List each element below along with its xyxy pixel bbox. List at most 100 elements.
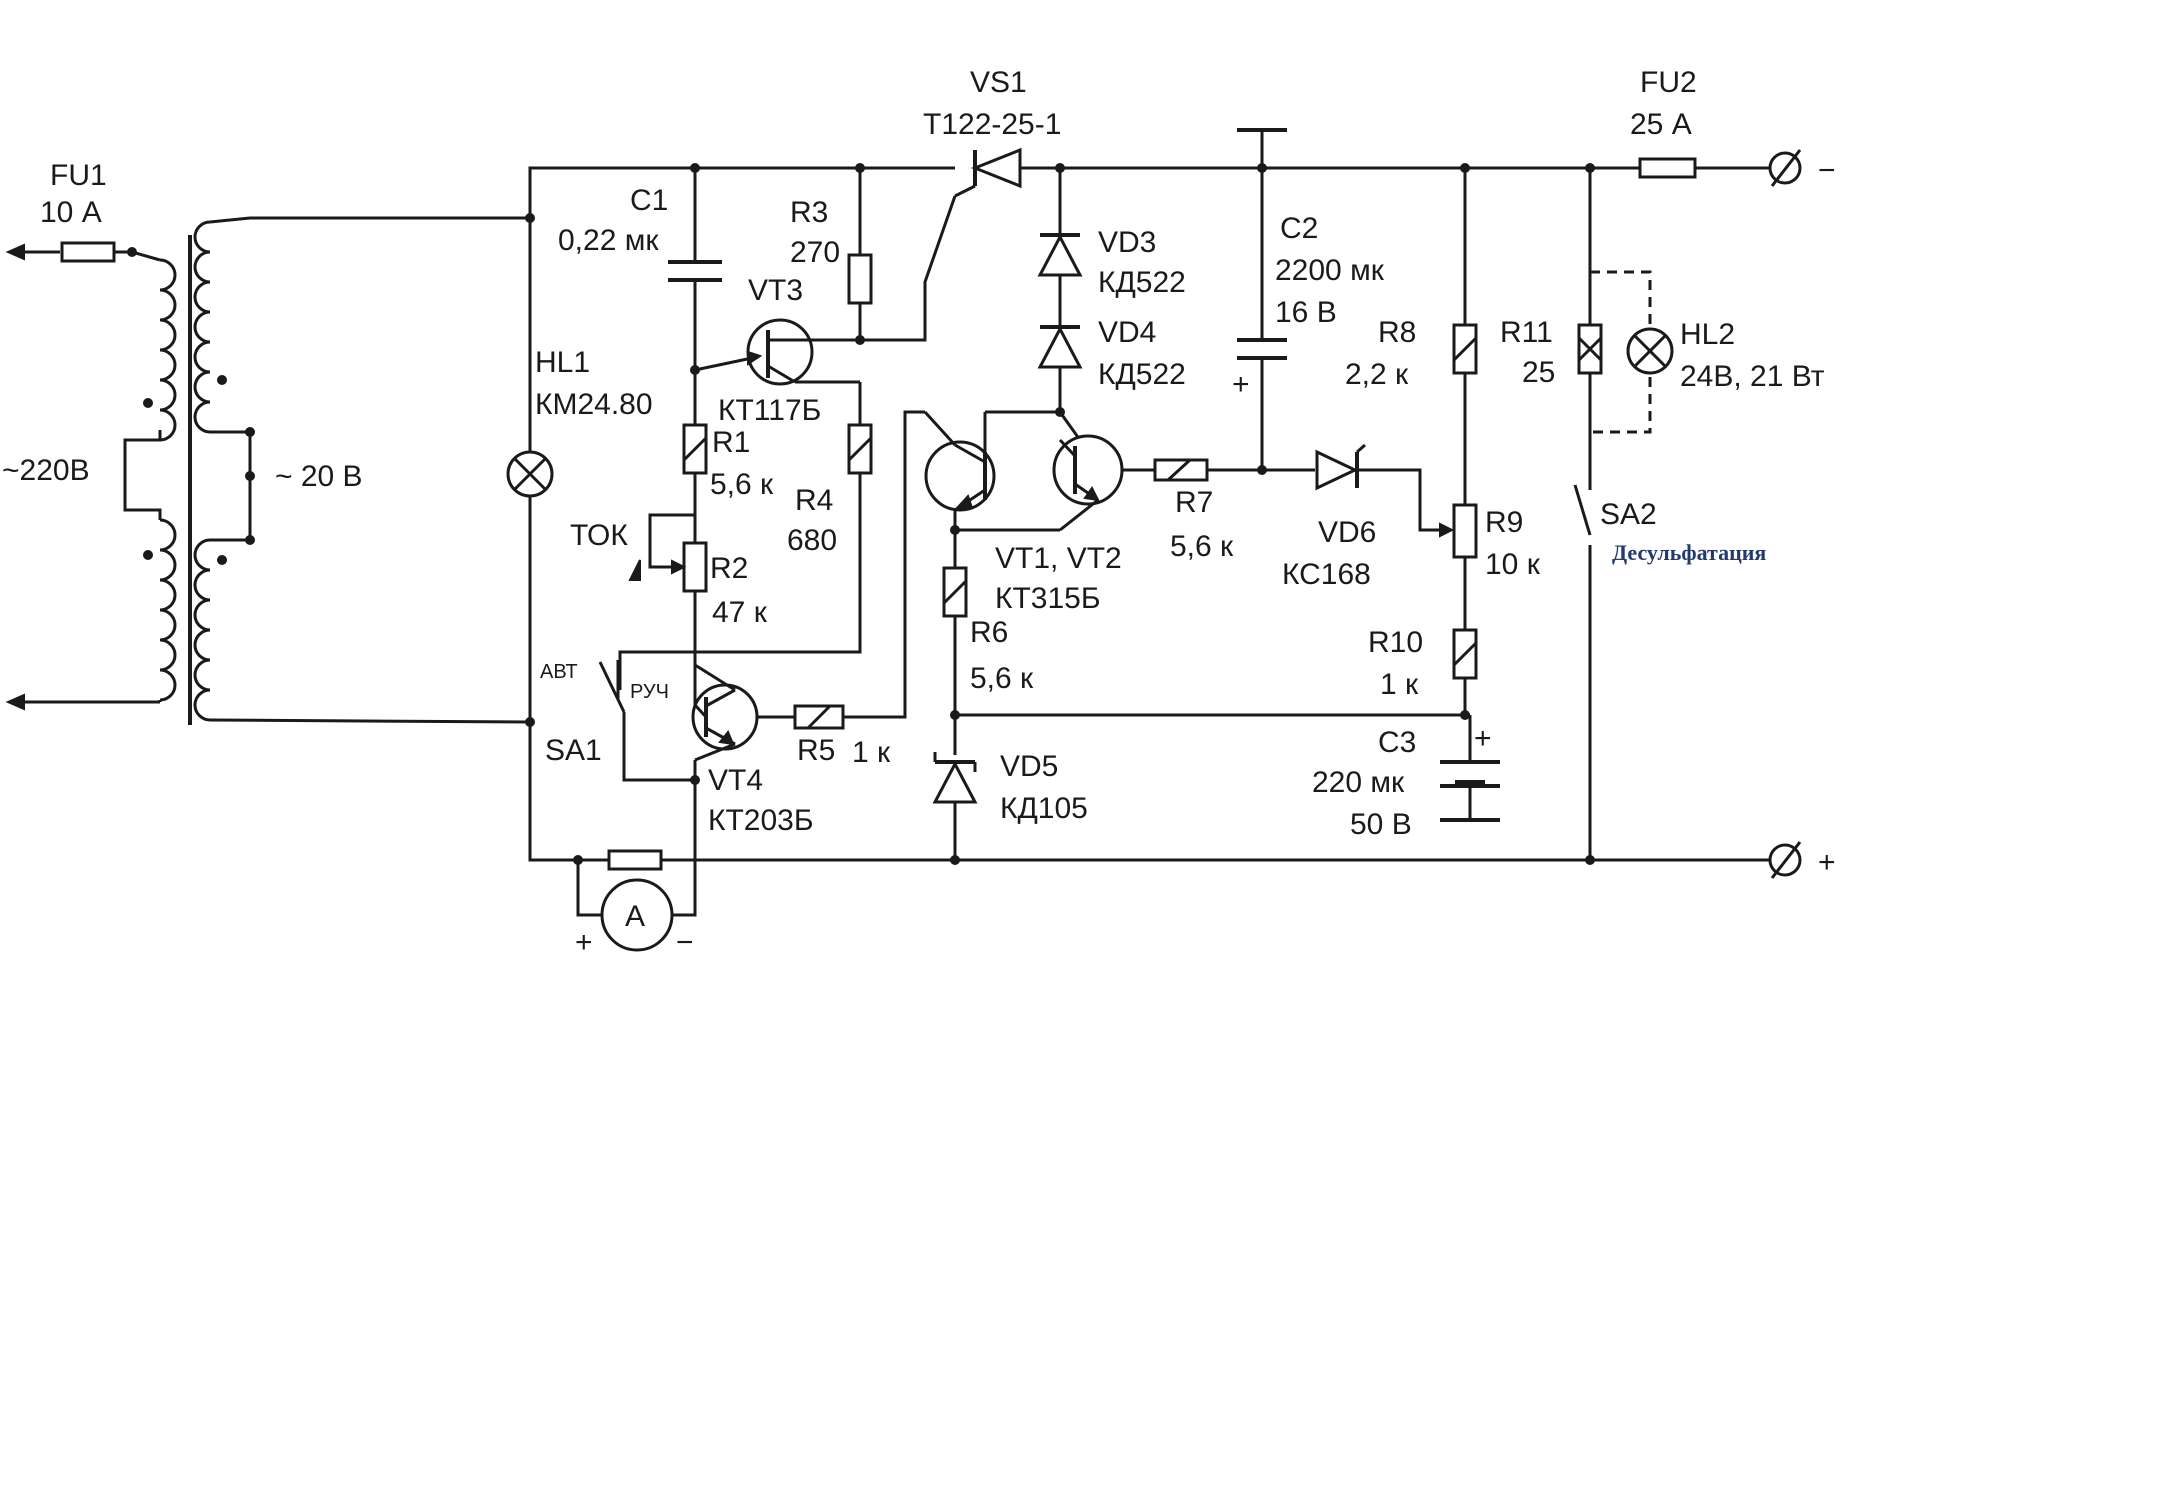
r2-value: 47 к	[712, 596, 768, 629]
vd4-ref: VD4	[1098, 316, 1156, 349]
vs1-thyristor	[954, 147, 1022, 198]
c3-ref: C3	[1378, 726, 1416, 759]
vd6-value: КС168	[1282, 558, 1371, 591]
fu1-ref: FU1	[50, 159, 107, 192]
transformer-primary-coil	[123, 258, 177, 702]
hl1-lamp	[506, 450, 554, 498]
c1-capacitor	[668, 260, 722, 282]
ammeter-plus: +	[575, 926, 593, 959]
vt1-transistor	[923, 410, 996, 530]
c2-plus: +	[1232, 368, 1250, 401]
sa1-ref: SA1	[545, 734, 602, 767]
r7-ref: R7	[1175, 486, 1213, 519]
r1-resistor	[682, 423, 708, 475]
ammeter-minus: −	[676, 926, 694, 959]
r8-ref: R8	[1378, 316, 1416, 349]
c3-capacitor	[1440, 760, 1500, 788]
hl2-value: 24В, 21 Вт	[1680, 360, 1825, 393]
vd5-ref: VD5	[1000, 750, 1058, 783]
c3-voltage: 50 В	[1350, 808, 1412, 841]
r4-ref: R4	[795, 484, 833, 517]
c1-ref: C1	[630, 184, 668, 217]
vd3-ref: VD3	[1098, 226, 1156, 259]
terminal-negative[interactable]	[1768, 149, 1802, 187]
sa1-manual-label: РУЧ	[630, 681, 669, 703]
r6-value: 5,6 к	[970, 662, 1034, 695]
tok-label: ТОК	[570, 519, 628, 552]
r8-resistor	[1452, 323, 1478, 375]
r5-ref: R5	[797, 734, 835, 767]
r6-ref: R6	[970, 616, 1008, 649]
r7-resistor	[1153, 458, 1209, 482]
r10-resistor	[1452, 628, 1478, 680]
vd6-zener	[1315, 443, 1366, 491]
c2-voltage: 16 В	[1275, 296, 1337, 329]
sa1-switch[interactable]	[598, 660, 695, 782]
r1-value: 5,6 к	[710, 468, 774, 501]
sa1-auto-label: АВТ	[540, 661, 578, 683]
fu2-ref: FU2	[1640, 66, 1697, 99]
r9-ref: R9	[1485, 506, 1523, 539]
r4-resistor	[847, 423, 873, 475]
vt3-unijunction	[694, 318, 860, 386]
terminal-negative-label: −	[1818, 154, 1836, 187]
ammeter-symbol: A	[625, 900, 645, 933]
terminal-positive[interactable]	[1768, 841, 1802, 879]
hl1-value: КМ24.80	[535, 388, 653, 421]
mains-input	[5, 241, 161, 711]
vt4-ref: VT4	[708, 764, 763, 797]
vd3-value: КД522	[1098, 266, 1186, 299]
secondary-voltage: ~ 20 В	[275, 460, 363, 493]
r2-ref: R2	[710, 552, 748, 585]
vt12-value: КТ315Б	[995, 582, 1101, 615]
c2-value: 2200 мк	[1275, 254, 1385, 287]
r10-value: 1 к	[1380, 668, 1419, 701]
r11-ref: R11	[1500, 316, 1553, 349]
fu1-value: 10 А	[40, 196, 102, 229]
r11-resistor	[1577, 323, 1603, 375]
vt3-value: КТ117Б	[718, 394, 821, 427]
sa2-ref: SA2	[1600, 498, 1657, 531]
r9-value: 10 к	[1485, 548, 1541, 581]
fu2-value: 25 А	[1630, 108, 1692, 141]
r2-potentiometer	[628, 513, 708, 705]
vt4-transistor	[691, 663, 759, 762]
c2-ref: C2	[1280, 212, 1318, 245]
hl2-lamp	[1626, 327, 1674, 375]
r10-ref: R10	[1368, 626, 1423, 659]
r1-ref: R1	[712, 426, 750, 459]
ammeter	[600, 878, 674, 952]
hl2-lamp-dashed-link	[1590, 270, 1652, 434]
vs1-value: Т122-25-1	[923, 108, 1061, 141]
terminal-positive-label: +	[1818, 846, 1836, 879]
vd6-ref: VD6	[1318, 516, 1376, 549]
c1-value: 0,22 мк	[558, 224, 659, 257]
r3-ref: R3	[790, 196, 828, 229]
r5-resistor	[793, 704, 845, 730]
ammeter-shunt	[607, 849, 663, 871]
vt2-transistor	[955, 434, 1155, 532]
r3-resistor	[847, 253, 873, 305]
vt3-ref: VT3	[748, 274, 803, 307]
mains-voltage: ~220В	[2, 454, 90, 487]
hl1-ref: HL1	[535, 346, 590, 379]
fu1-fuse	[60, 241, 116, 263]
hl2-ref: HL2	[1680, 318, 1735, 351]
c3-value: 220 мк	[1312, 766, 1405, 799]
main-positive-frame	[528, 166, 1770, 862]
c3-plus: +	[1474, 722, 1492, 755]
vt12-ref: VT1, VT2	[995, 542, 1122, 575]
vd4-diode	[1037, 325, 1083, 369]
r11-value: 25	[1522, 356, 1555, 389]
r5-value: 1 к	[852, 736, 891, 769]
sa2-function: Десульфатация	[1612, 540, 1766, 565]
vt4-value: КТ203Б	[708, 804, 814, 837]
c2-capacitor	[1237, 128, 1287, 470]
r6-resistor	[942, 566, 968, 618]
vd3-diode	[1037, 233, 1083, 277]
vd5-value: КД105	[1000, 792, 1088, 825]
sa2-switch[interactable]	[1573, 435, 1592, 860]
fu2-fuse	[1638, 157, 1697, 179]
vd4-value: КД522	[1098, 358, 1186, 391]
